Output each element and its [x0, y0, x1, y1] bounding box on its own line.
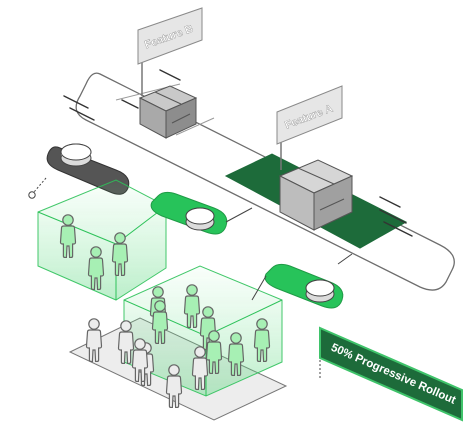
flag-icon: [276, 85, 343, 145]
toggle-on-1[interactable]: [150, 191, 253, 235]
feature-b: Feature B: [137, 7, 203, 139]
package-icon: [278, 159, 354, 231]
motion-lines: [63, 69, 413, 237]
feature-a: Feature A: [276, 85, 354, 231]
group-enabled-1: [37, 179, 167, 301]
rollout-badge: 50% Progressive Rollout: [319, 326, 463, 422]
flag-icon: [137, 7, 203, 65]
toggle-on-2[interactable]: [251, 253, 353, 309]
package-icon: [138, 85, 198, 139]
rollout-label: 50% Progressive Rollout: [329, 342, 458, 407]
